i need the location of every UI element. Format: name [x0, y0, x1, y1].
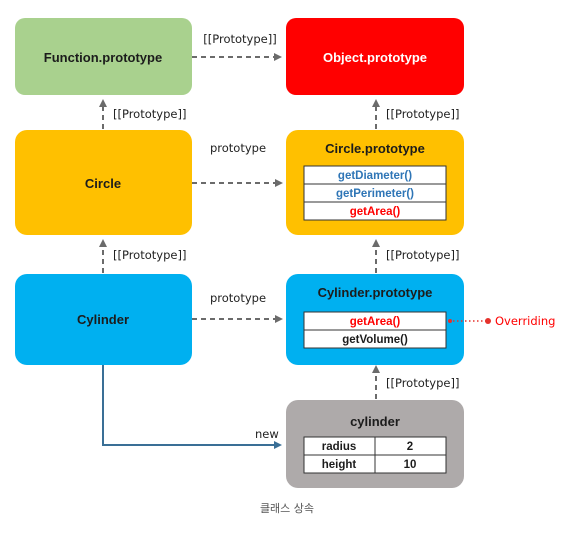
overriding-dot-start — [448, 319, 452, 323]
method-get-area: getArea() — [350, 206, 401, 218]
edge-label-circle-proto-to-object: [[Prototype]] — [386, 107, 459, 121]
edge-label-cylinder-to-circle: [[Prototype]] — [113, 248, 186, 262]
overriding-dot-end — [485, 318, 491, 324]
cylinder-instance-title: cylinder — [350, 414, 400, 429]
edge-label-new: new — [255, 427, 279, 441]
edge-label-circle-to-function: [[Prototype]] — [113, 107, 186, 121]
cylinder-prototype-title: Cylinder.prototype — [318, 285, 433, 300]
property-value-radius: 2 — [407, 441, 413, 453]
function-prototype-title: Function.prototype — [44, 50, 162, 65]
overriding-label: Overriding — [495, 314, 555, 328]
node-cylinder-instance: cylinder radius 2 height 10 — [286, 400, 464, 488]
cylinder-prototype-methods: getArea() getVolume() — [303, 311, 447, 349]
property-value-height: 10 — [404, 459, 417, 471]
node-circle: Circle — [15, 130, 192, 235]
edge-new-link — [102, 365, 282, 449]
edge-label-cylinder-proto-to-circle-proto: [[Prototype]] — [386, 248, 459, 262]
method-get-perimeter: getPerimeter() — [336, 188, 414, 200]
edge-label-cylinder-prototype: prototype — [210, 291, 266, 305]
edge-label-circle-prototype: prototype — [210, 141, 266, 155]
method-get-diameter: getDiameter() — [338, 170, 412, 182]
figure-caption: 클래스 상속 — [260, 502, 314, 515]
circle-prototype-methods: getDiameter() getPerimeter() getArea() — [303, 165, 447, 221]
overriding-annotation: Overriding — [448, 314, 555, 328]
method-get-volume: getVolume() — [342, 334, 408, 346]
property-key-height: height — [322, 459, 357, 471]
cylinder-instance-properties: radius 2 height 10 — [303, 436, 447, 474]
circle-prototype-title: Circle.prototype — [325, 141, 425, 156]
property-key-radius: radius — [322, 441, 357, 453]
edge-label-instance-to-cylinder-proto: [[Prototype]] — [386, 376, 459, 390]
node-cylinder-prototype: Cylinder.prototype getArea() getVolume() — [286, 274, 464, 365]
node-function-prototype: Function.prototype — [15, 18, 192, 95]
object-prototype-title: Object.prototype — [323, 50, 427, 65]
node-cylinder: Cylinder — [15, 274, 192, 365]
node-object-prototype: Object.prototype — [286, 18, 464, 95]
node-circle-prototype: Circle.prototype getDiameter() getPerime… — [286, 130, 464, 235]
edge-label-function-to-object: [[Prototype]] — [203, 32, 276, 46]
circle-title: Circle — [85, 176, 121, 191]
method-get-area-override: getArea() — [350, 316, 401, 328]
cylinder-title: Cylinder — [77, 312, 129, 327]
